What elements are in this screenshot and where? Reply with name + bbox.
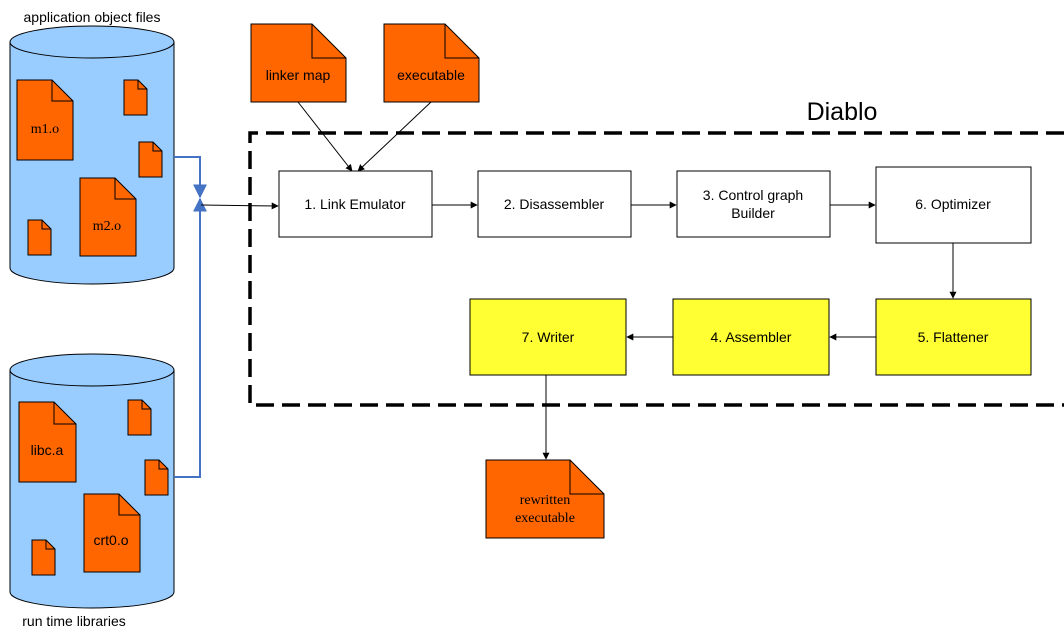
file-icon-linker-map (250, 23, 347, 103)
svg-text:5. Flattener: 5. Flattener (918, 329, 989, 345)
stage-assembler: 4. Assembler (672, 298, 830, 376)
svg-text:4. Assembler: 4. Assembler (711, 329, 792, 345)
file-label-linker-map: linker map (266, 67, 331, 83)
stage-disassembler: 2. Disassembler (477, 170, 632, 238)
svg-text:3. Control graph: 3. Control graph (703, 187, 803, 203)
svg-text:7. Writer: 7. Writer (522, 329, 575, 345)
stage-control-graph-builder: 3. Control graph Builder (676, 170, 831, 238)
svg-text:1. Link Emulator: 1. Link Emulator (304, 196, 405, 212)
runtime-libs-label: run time libraries (22, 613, 125, 629)
stage-flattener: 5. Flattener (875, 298, 1032, 376)
file-icon-small (31, 539, 56, 576)
arrow-linker-map-to-link-emulator (297, 101, 353, 172)
input-connectors (174, 156, 207, 478)
file-label-m2: m2.o (93, 219, 121, 234)
file-icon-rewritten-executable (485, 459, 605, 539)
app-objects-label: application object files (24, 9, 161, 25)
file-icon-m2 (79, 177, 137, 257)
svg-text:6. Optimizer: 6. Optimizer (915, 196, 991, 212)
stage-link-emulator: 1. Link Emulator (278, 170, 433, 238)
svg-text:Builder: Builder (731, 205, 775, 221)
file-label-rewritten-line2: executable (515, 511, 575, 526)
file-label-rewritten-line1: rewritten (520, 493, 571, 508)
file-icon-small (27, 219, 52, 256)
file-icon-small (138, 141, 163, 178)
file-label-libc: libc.a (31, 442, 64, 458)
file-icon-m1 (16, 79, 74, 161)
file-icon-small (144, 459, 169, 496)
arrow-executable-to-link-emulator (357, 101, 432, 172)
diablo-title: Diablo (807, 98, 878, 126)
stage-writer: 7. Writer (469, 298, 627, 376)
file-icon-crt0 (83, 493, 141, 573)
file-icon-libc (18, 401, 77, 483)
file-icon-executable (383, 23, 480, 103)
diablo-boundary (248, 131, 1064, 407)
stage-optimizer: 6. Optimizer (875, 166, 1032, 244)
file-icon-small (127, 399, 152, 436)
file-icon-small (123, 79, 148, 116)
file-label-m1: m1.o (31, 122, 59, 137)
svg-text:2. Disassembler: 2. Disassembler (504, 196, 605, 212)
file-label-crt0: crt0.o (93, 532, 128, 548)
file-label-executable: executable (397, 67, 465, 83)
arrow-junction-to-link-emulator (200, 202, 279, 210)
